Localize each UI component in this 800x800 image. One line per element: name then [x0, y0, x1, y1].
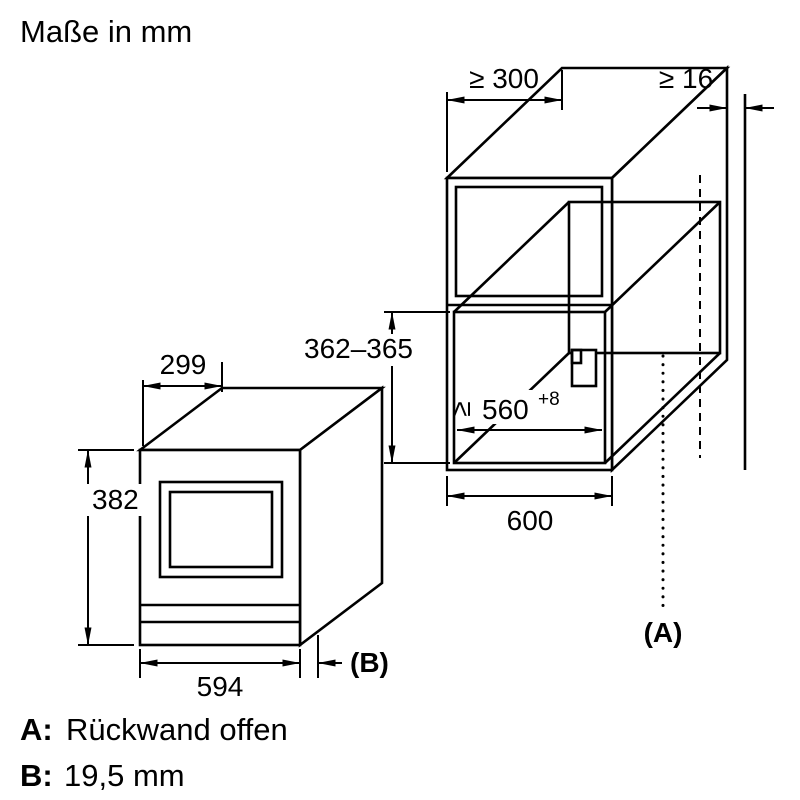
microwave-door [138, 448, 302, 647]
dim-niche-width-geq: ≥ [445, 401, 476, 416]
cabinet-upper-panel [454, 185, 604, 298]
dim-door-protrusion: (B) [317, 635, 389, 678]
cabinet-drawing: ≥ 300 ≥ 16 362–365 ≥ 560 +8 [300, 63, 774, 648]
socket-cutout-notch [570, 348, 583, 365]
dim-min-depth: ≥ 300 [446, 63, 563, 172]
label-b: (B) [350, 647, 389, 678]
dim-niche-height: 362–365 [300, 311, 450, 464]
dim-niche-height: 362–365 [304, 333, 413, 364]
legend: A: Rückwand offen B: 19,5 mm [20, 712, 288, 793]
dim-cabinet-width: 600 [446, 476, 613, 536]
socket-cutout [570, 348, 598, 388]
microwave-drawing: 299 382 594 (B) [78, 349, 389, 702]
legend-b-text: 19,5 mm [64, 758, 185, 793]
legend-b-key: B: [20, 758, 53, 793]
dim-appliance-height: 382 [78, 449, 144, 646]
dim-wall-gap: ≥ 16 [659, 63, 774, 112]
diagram-title: Maße in mm [20, 14, 192, 49]
dim-appliance-depth: 299 [142, 349, 223, 446]
legend-a-key: A: [20, 712, 53, 747]
dim-cabinet-width-600: 600 [507, 505, 554, 536]
dim-min-depth-300: ≥ 300 [469, 63, 539, 94]
dim-niche-width-560: 560 [482, 394, 529, 425]
dim-appliance-width: 594 [139, 649, 301, 702]
dim-appliance-height-382: 382 [92, 484, 139, 515]
back-open-indicator: (A) [644, 354, 683, 648]
door-window-outer [158, 480, 284, 579]
dim-min-wall-gap-16: ≥ 16 [659, 63, 713, 94]
dim-appliance-depth-299: 299 [160, 349, 207, 380]
dim-niche-width: ≥ 560 +8 [445, 389, 603, 434]
dim-niche-width-tolerance: +8 [538, 389, 560, 410]
back-opening [567, 200, 722, 355]
legend-a-text: Rückwand offen [66, 712, 288, 747]
door-window-inner [168, 490, 274, 569]
label-a: (A) [644, 617, 683, 648]
dim-appliance-width-594: 594 [197, 671, 244, 702]
